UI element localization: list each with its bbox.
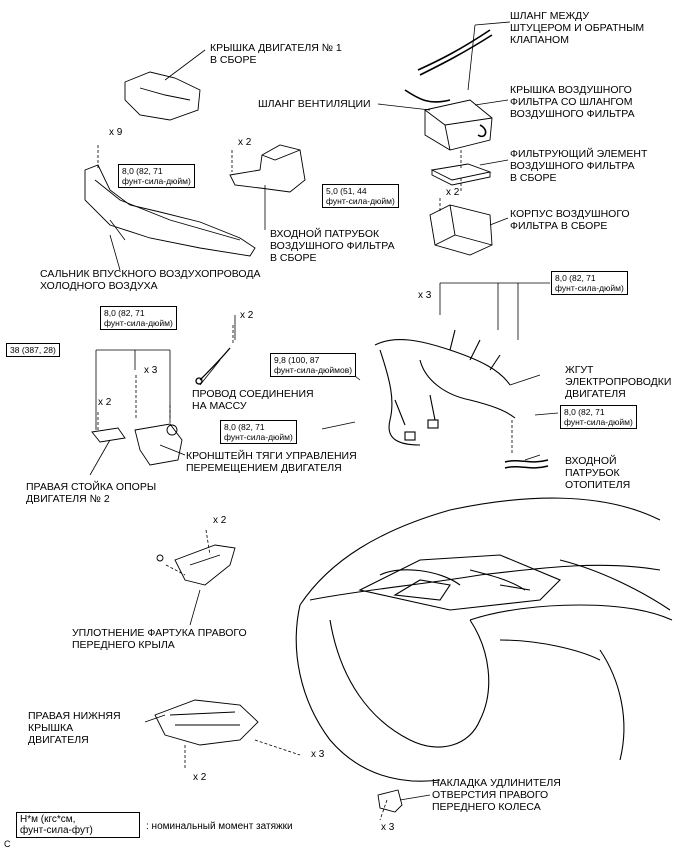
label-inlet-pipe: ВХОДНОЙ ПАТРУБОК ВОЗДУШНОГО ФИЛЬТРА В СБ… (270, 228, 395, 264)
label-control-rod-bracket: КРОНШТЕЙН ТЯГИ УПРАВЛЕНИЯ ПЕРЕМЕЩЕНИЕМ Д… (186, 450, 357, 474)
label-air-filter-cap: КРЫШКА ВОЗДУШНОГО ФИЛЬТРА СО ШЛАНГОМ ВОЗ… (510, 84, 635, 120)
torque-box: 9,8 (100, 87 фунт-сила-дюймов) (270, 353, 357, 377)
filter-element-drawing (430, 163, 492, 186)
cool-air-seal-drawing (84, 164, 256, 257)
label-wire-harness: ЖГУТ ЭЛЕКТРОПРОВОДКИ ДВИГАТЕЛЯ (565, 364, 672, 400)
label-cool-air-seal: САЛЬНИК ВПУСКНОГО ВОЗДУХОПРОВОДА ХОЛОДНО… (40, 268, 261, 292)
filter-case-drawing (429, 204, 493, 256)
air-inlet-drawing (229, 144, 306, 193)
qty-callout: x 2 (193, 772, 207, 783)
torque-box: 8,0 (82, 71 фунт-сила-дюйм) (551, 271, 628, 295)
wheel-liner-drawing (377, 789, 403, 813)
qty-callout: x 2 (240, 310, 254, 321)
hoses-drawing (404, 29, 493, 138)
engine-cover-drawing (124, 71, 201, 121)
torque-box: 8,0 (82, 71 фунт-сила-дюйм) (100, 306, 177, 330)
label-engine-stay: ПРАВАЯ СТОЙКА ОПОРЫ ДВИГАТЕЛЯ № 2 (26, 481, 157, 505)
qty-callout: x 3 (418, 290, 432, 301)
wire-harness-drawing (374, 329, 516, 446)
leader-lines (89, 21, 559, 801)
torque-box: 5,0 (51, 44 фунт-сила-дюйм) (322, 184, 399, 208)
under-cover-drawing (154, 699, 259, 746)
ground-wire-drawing (195, 347, 231, 385)
qty-callout: x 2 (98, 397, 112, 408)
heater-pipe-drawing (504, 459, 549, 469)
qty-callout: x 2 (213, 515, 227, 526)
label-wheel-liner: НАКЛАДКА УДЛИНИТЕЛЯ ОТВЕРСТИЯ ПРАВОГО ПЕ… (432, 777, 561, 813)
qty-callout: x 3 (144, 365, 158, 376)
torque-box: 38 (387, 28) (6, 343, 60, 357)
torque-legend-box: Н*м (кгс*см, фунт-сила-фут) (16, 812, 140, 838)
qty-callout: x 3 (311, 749, 325, 760)
torque-box: 8,0 (82, 71 фунт-сила-дюйм) (118, 164, 195, 188)
torque-box: 8,0 (82, 71 фунт-сила-дюйм) (560, 405, 637, 429)
label-ground-wire: ПРОВОД СОЕДИНЕНИЯ НА МАССУ (192, 388, 314, 412)
label-vent-hose: ШЛАНГ ВЕНТИЛЯЦИИ (258, 98, 371, 110)
label-heater-pipe: ВХОДНОЙ ПАТРУБОК ОТОПИТЕЛЯ (565, 455, 631, 491)
air-filter-cap-drawing (424, 99, 493, 151)
qty-callout: x 9 (109, 127, 123, 138)
engine-stay-drawing (91, 423, 183, 466)
car-outline-drawing (295, 497, 673, 782)
label-under-cover: ПРАВАЯ НИЖНЯЯ КРЫШКА ДВИГАТЕЛЯ (28, 710, 121, 746)
corner-mark: C (4, 839, 11, 849)
torque-box: 8,0 (82, 71 фунт-сила-дюйм) (220, 420, 297, 444)
label-fender-seal: УПЛОТНЕНИЕ ФАРТУКА ПРАВОГО ПЕРЕДНЕГО КРЫ… (72, 627, 247, 651)
label-filter-case: КОРПУС ВОЗДУШНОГО ФИЛЬТРА В СБОРЕ (510, 208, 630, 232)
label-hose-between: ШЛАНГ МЕЖДУ ШТУЦЕРОМ И ОБРАТНЫМ КЛАПАНОМ (510, 10, 645, 46)
torque-legend-text: : номинальный момент затяжки (146, 821, 293, 832)
label-filter-element: ФИЛЬТРУЮЩИЙ ЭЛЕМЕНТ ВОЗДУШНОГО ФИЛЬТРА В… (510, 148, 648, 184)
label-engine-cover: КРЫШКА ДВИГАТЕЛЯ № 1 В СБОРЕ (210, 42, 342, 66)
dashed-guides (97, 145, 513, 821)
fender-seal-drawing (156, 544, 236, 586)
qty-callout: x 2 (238, 137, 252, 148)
qty-callout: x 3 (381, 822, 395, 833)
qty-callout: x 2 (446, 187, 460, 198)
